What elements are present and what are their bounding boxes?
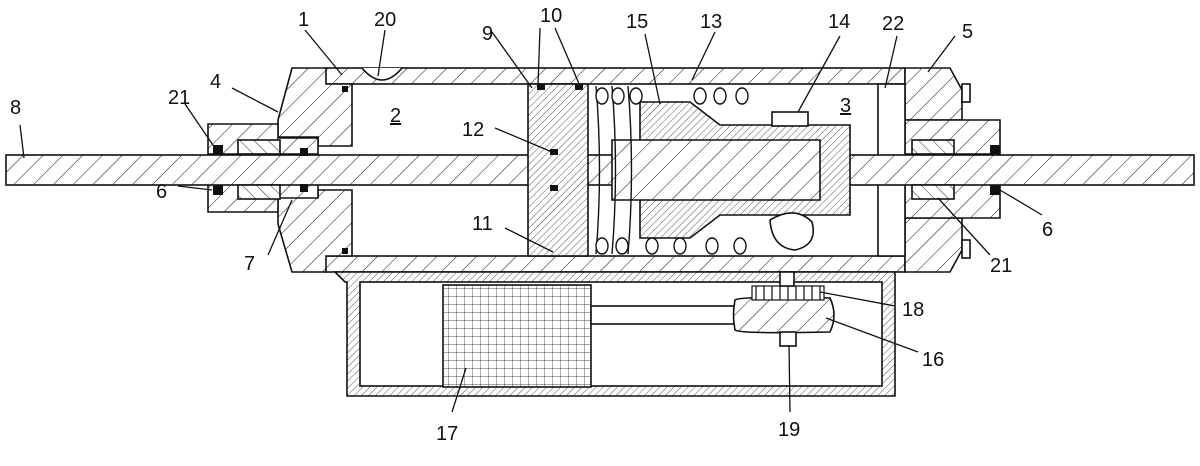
cam-lobe xyxy=(769,212,814,251)
label-11: 11 xyxy=(472,213,493,235)
label-21-left: 21 xyxy=(168,87,190,109)
label-5: 5 xyxy=(962,21,973,43)
part-labels: 1 20 4 2 8 21 6 7 9 10 12 11 15 13 14 3 … xyxy=(10,5,1053,445)
label-22: 22 xyxy=(882,13,904,35)
shaft-19-lower xyxy=(779,331,797,347)
label-21-right: 21 xyxy=(990,255,1012,277)
rod-boss xyxy=(611,139,821,201)
label-14: 14 xyxy=(828,11,850,33)
left-gland-top xyxy=(207,123,319,155)
label-15: 15 xyxy=(626,11,648,33)
spring-coils-bottom xyxy=(595,237,747,255)
label-2: 2 xyxy=(390,105,401,127)
leader-lines xyxy=(19,27,1043,413)
right-end-cap-lower xyxy=(904,217,963,273)
label-7: 7 xyxy=(244,253,255,275)
label-16: 16 xyxy=(922,349,944,371)
worm-16 xyxy=(732,296,835,334)
port-20 xyxy=(361,67,403,81)
label-20: 20 xyxy=(374,9,396,31)
label-4: 4 xyxy=(210,71,221,93)
bearing-21-right-top xyxy=(911,139,955,155)
label-6-right: 6 xyxy=(1042,219,1053,241)
spring-13 xyxy=(595,85,633,255)
spring-coils-top xyxy=(595,87,749,105)
right-end-cap xyxy=(904,67,963,121)
bearing-21-left-top xyxy=(237,139,281,155)
seals xyxy=(213,84,1000,254)
label-19: 19 xyxy=(778,419,800,441)
shaft-19 xyxy=(779,271,795,287)
label-12: 12 xyxy=(462,119,484,141)
nut-14 xyxy=(771,111,809,127)
label-18: 18 xyxy=(902,299,924,321)
right-cap-tab-bottom xyxy=(961,239,971,259)
label-8: 8 xyxy=(10,97,21,119)
motor-shaft xyxy=(590,305,740,325)
label-6-left: 6 xyxy=(156,181,167,203)
worm-gear-18 xyxy=(751,285,825,301)
bearing-21-left-bottom xyxy=(237,184,281,200)
motor-17 xyxy=(442,284,592,388)
label-10: 10 xyxy=(540,5,562,27)
tube-bottom-wall xyxy=(324,255,906,273)
label-17: 17 xyxy=(436,423,458,445)
bearing-21-right-bottom xyxy=(911,184,955,200)
label-13: 13 xyxy=(700,11,722,33)
right-cap-tab-top xyxy=(961,83,971,103)
label-9: 9 xyxy=(482,23,493,45)
label-3: 3 xyxy=(840,95,851,117)
piston xyxy=(527,83,589,257)
label-1: 1 xyxy=(298,9,309,31)
